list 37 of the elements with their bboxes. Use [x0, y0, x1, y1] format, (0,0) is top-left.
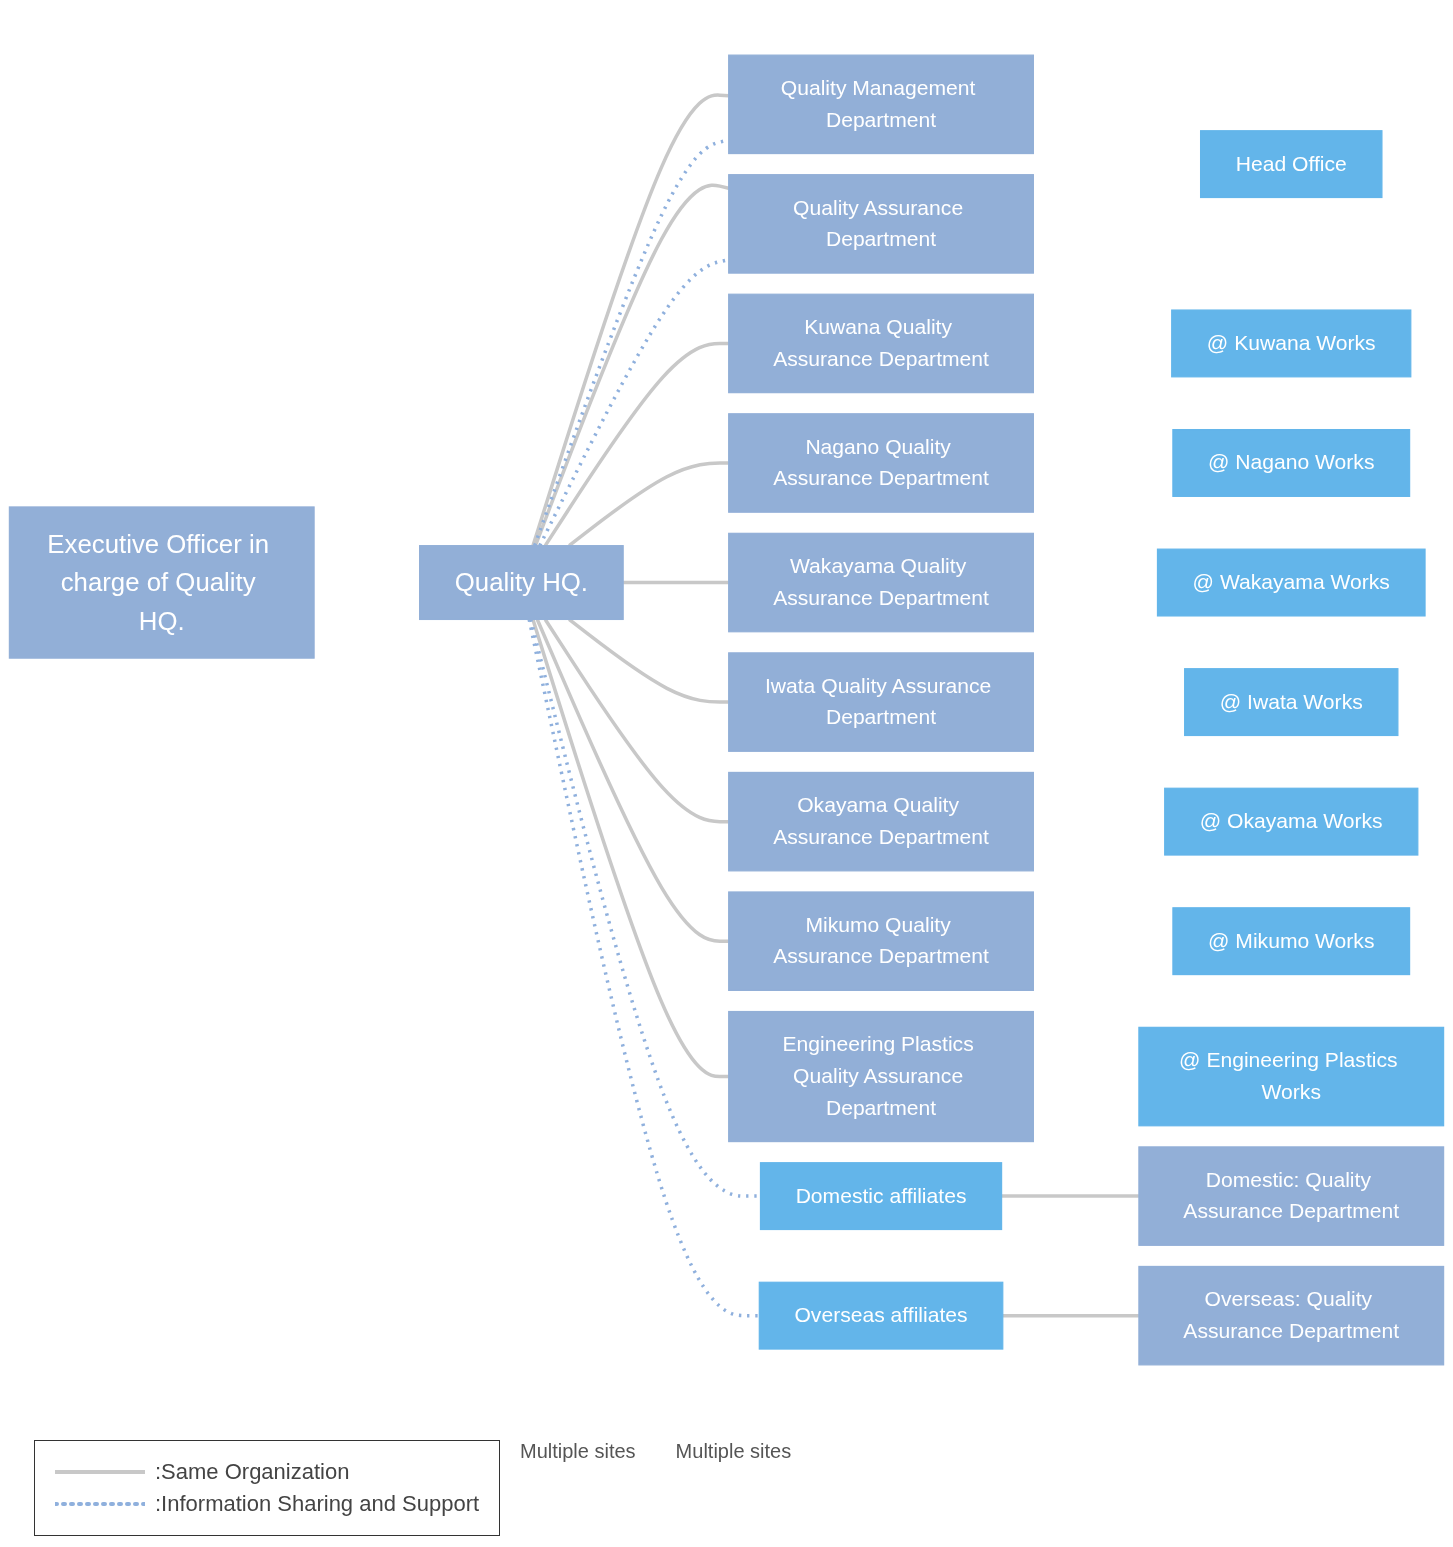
connector: [531, 618, 729, 1079]
connector: [568, 461, 729, 547]
note-text: Multiple sites: [520, 1440, 636, 1463]
node-box: Overseas: Quality Assurance Department: [1138, 1265, 1445, 1366]
node-box: Iwata Quality Assurance Department: [728, 652, 1034, 752]
node-box: Kuwana Quality Assurance Department: [728, 293, 1034, 394]
node-box: Mikumo Quality Assurance Department: [728, 891, 1034, 991]
node-box: Wakayama Quality Assurance Department: [728, 532, 1034, 633]
node-box: Okayama Quality Assurance Department: [728, 771, 1034, 872]
node-box: Domestic: Quality Assurance Department: [1138, 1146, 1445, 1246]
node-box: Domestic affiliates: [759, 1162, 1003, 1231]
connector: [527, 619, 760, 1318]
node-box: @ Engineering Plastics Works: [1138, 1026, 1445, 1127]
node-box: @ Kuwana Works: [1171, 309, 1412, 378]
node-box: Executive Officer in charge of Quality HQ.: [8, 506, 315, 659]
node-box: Quality Assurance Department: [728, 174, 1034, 274]
note-text: Multiple sites: [675, 1440, 792, 1463]
node-box: Quality HQ.: [419, 545, 624, 621]
connector: [543, 618, 729, 824]
node-box: @ Okayama Works: [1164, 787, 1419, 856]
node-box: Engineering Plastics Quality Assurance Department: [728, 1010, 1034, 1143]
connector: [1001, 1194, 1139, 1198]
node-box: Quality Management Department: [728, 54, 1034, 155]
legend-text: :Information Sharing and Support: [155, 1491, 480, 1517]
connector: [1002, 1313, 1139, 1318]
node-box: @ Wakayama Works: [1156, 548, 1426, 617]
node-box: Head Office: [1200, 130, 1383, 199]
connector: [568, 618, 729, 704]
node-box: @ Nagano Works: [1172, 429, 1411, 497]
connector: [535, 618, 729, 943]
node-box: Overseas affiliates: [758, 1281, 1004, 1350]
node-box: @ Mikumo Works: [1172, 907, 1411, 976]
connector: [623, 580, 729, 585]
node-box: Nagano Quality Assurance Department: [728, 413, 1034, 513]
legend-text: :Same Organization: [155, 1459, 350, 1485]
node-box: @ Iwata Works: [1184, 668, 1399, 737]
connector: [543, 341, 729, 547]
